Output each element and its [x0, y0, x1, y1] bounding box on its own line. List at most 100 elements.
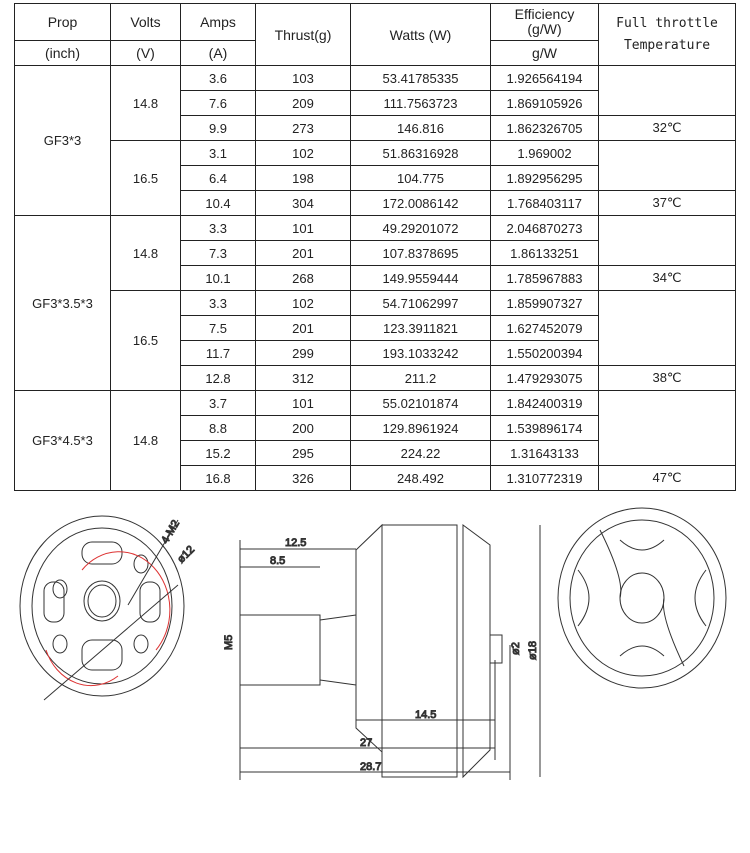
amps-cell: 7.3: [180, 240, 256, 266]
thrust-cell: 273: [255, 115, 351, 141]
watts-cell: 51.86316928: [350, 140, 491, 166]
temperature-cell: 38℃: [598, 365, 736, 391]
efficiency-cell: 1.550200394: [490, 340, 599, 366]
watts-cell: 172.0086142: [350, 190, 491, 216]
header-prop-unit: (inch): [14, 40, 111, 66]
motor-performance-table: Prop Volts Amps Thrust(g) Watts (W) Effi…: [14, 3, 736, 491]
watts-cell: 49.29201072: [350, 215, 491, 241]
efficiency-cell: 1.479293075: [490, 365, 599, 391]
amps-cell: 16.8: [180, 465, 256, 491]
header-volts: Volts: [110, 3, 181, 41]
temperature-blank-cell: [598, 65, 736, 116]
efficiency-cell: 1.86133251: [490, 240, 599, 266]
dim-27: 27: [360, 737, 372, 749]
thrust-cell: 102: [255, 290, 351, 316]
watts-cell: 53.41785335: [350, 65, 491, 91]
dim-28-7: 28.7: [360, 761, 381, 773]
watts-cell: 107.8378695: [350, 240, 491, 266]
dim-14-5: 14.5: [415, 709, 436, 721]
amps-cell: 3.6: [180, 65, 256, 91]
amps-cell: 9.9: [180, 115, 256, 141]
watts-cell: 224.22: [350, 440, 491, 466]
motor-technical-drawing: 4-M2 ø12 12.5 8.5 M5 ø2 ø18 14.5 27 28.7: [19, 507, 727, 780]
watts-cell: 54.71062997: [350, 290, 491, 316]
thrust-cell: 200: [255, 415, 351, 441]
shaft-tip-diameter: ø2: [510, 642, 522, 655]
efficiency-cell: 1.969002: [490, 140, 599, 166]
efficiency-cell: 1.926564194: [490, 65, 599, 91]
temperature-cell: 47℃: [598, 465, 736, 491]
amps-cell: 7.6: [180, 90, 256, 116]
efficiency-cell: 1.862326705: [490, 115, 599, 141]
thrust-cell: 103: [255, 65, 351, 91]
watts-cell: 123.3911821: [350, 315, 491, 341]
volts-cell: 16.5: [110, 290, 181, 391]
watts-cell: 248.492: [350, 465, 491, 491]
header-temp-line2: Temperature: [623, 37, 711, 53]
efficiency-cell: 1.859907327: [490, 290, 599, 316]
thrust-cell: 295: [255, 440, 351, 466]
temperature-blank-cell: [598, 290, 736, 366]
header-prop: Prop: [14, 3, 111, 41]
header-temperature: Full throttle Temperature: [598, 3, 736, 66]
watts-cell: 146.816: [350, 115, 491, 141]
mount-diameter-label: ø12: [175, 544, 197, 566]
amps-cell: 8.8: [180, 415, 256, 441]
dim-12-5: 12.5: [285, 537, 306, 549]
amps-cell: 3.3: [180, 290, 256, 316]
thrust-cell: 101: [255, 390, 351, 416]
efficiency-cell: 1.768403117: [490, 190, 599, 216]
amps-cell: 10.4: [180, 190, 256, 216]
thrust-cell: 209: [255, 90, 351, 116]
thrust-cell: 201: [255, 240, 351, 266]
header-thrust: Thrust(g): [255, 3, 351, 66]
efficiency-cell: 1.310772319: [490, 465, 599, 491]
thrust-cell: 101: [255, 215, 351, 241]
header-amps: Amps: [180, 3, 256, 41]
motor-top-view: [557, 507, 727, 689]
efficiency-cell: 1.892956295: [490, 165, 599, 191]
volts-cell: 14.8: [110, 65, 181, 141]
amps-cell: 12.8: [180, 365, 256, 391]
thrust-cell: 201: [255, 315, 351, 341]
amps-cell: 6.4: [180, 165, 256, 191]
efficiency-cell: 1.785967883: [490, 265, 599, 291]
thrust-cell: 299: [255, 340, 351, 366]
temperature-cell: 34℃: [598, 265, 736, 291]
amps-cell: 10.1: [180, 265, 256, 291]
efficiency-cell: 1.539896174: [490, 415, 599, 441]
watts-cell: 111.7563723: [350, 90, 491, 116]
thrust-cell: 312: [255, 365, 351, 391]
header-watts: Watts (W): [350, 3, 491, 66]
efficiency-cell: 1.842400319: [490, 390, 599, 416]
thrust-cell: 102: [255, 140, 351, 166]
mount-holes-label: 4-M2: [159, 518, 182, 546]
temperature-blank-cell: [598, 215, 736, 266]
header-volts-unit: (V): [110, 40, 181, 66]
header-amps-unit: (A): [180, 40, 256, 66]
amps-cell: 3.7: [180, 390, 256, 416]
dimension-lines: [239, 525, 541, 780]
temperature-blank-cell: [598, 140, 736, 191]
watts-cell: 55.02101874: [350, 390, 491, 416]
prop-cell: GF3*4.5*3: [14, 390, 111, 491]
temperature-cell: 37℃: [598, 190, 736, 216]
amps-cell: 15.2: [180, 440, 256, 466]
header-efficiency: Efficiency (g/W): [490, 3, 599, 41]
efficiency-cell: 1.31643133: [490, 440, 599, 466]
prop-cell: GF3*3: [14, 65, 111, 216]
amps-cell: 11.7: [180, 340, 256, 366]
volts-cell: 16.5: [110, 140, 181, 216]
